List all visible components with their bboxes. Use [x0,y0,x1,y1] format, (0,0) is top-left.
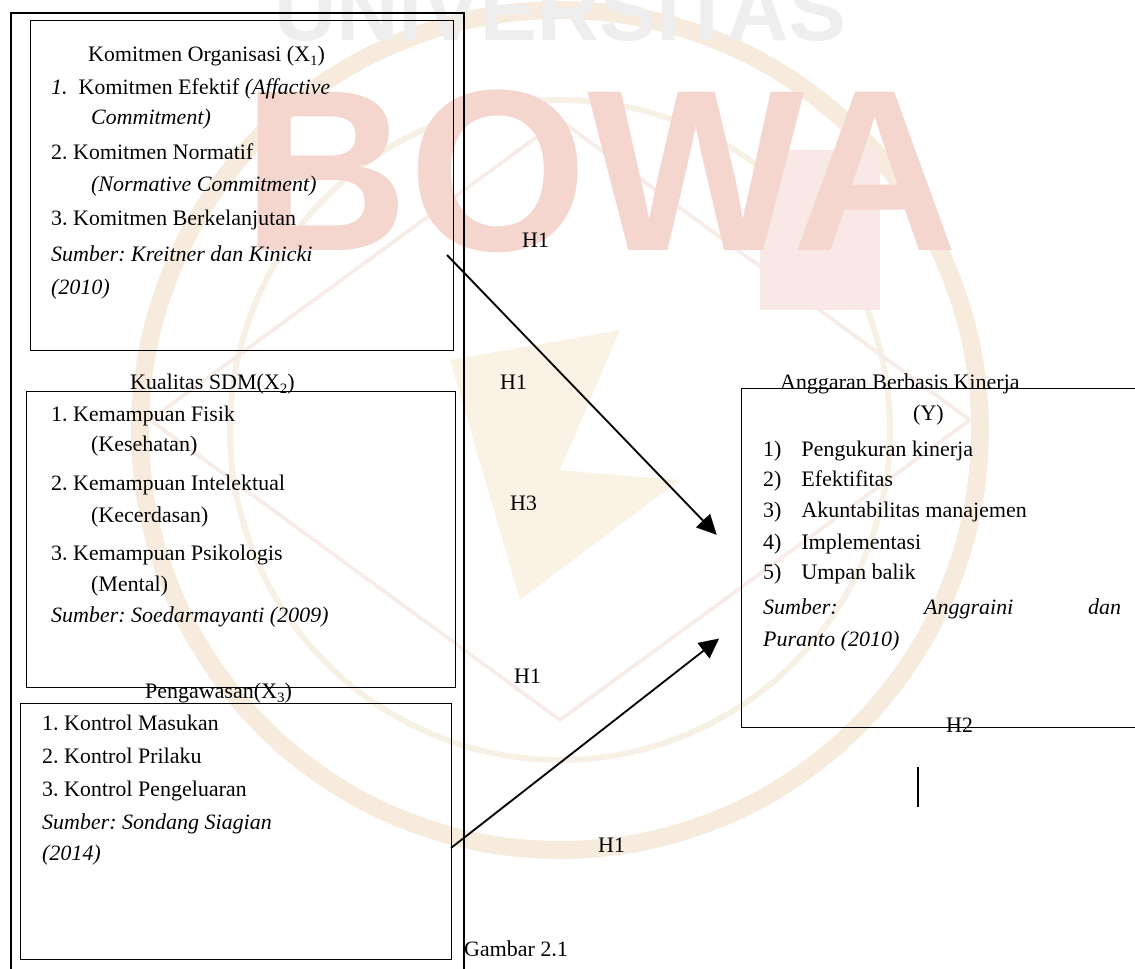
right-frame-line [463,12,465,969]
y-box [741,388,1135,728]
x3-source-line2: (2014) [42,840,101,865]
x3-box [20,703,452,960]
x1-item-3: 3. Komitmen Berkelanjutan [51,205,296,230]
h1-label-mid: H1 [500,369,527,394]
x1-item-1: 1. Komitmen Efektif (Affactive [51,74,331,99]
x3-source-line1: Sumber: Sondang Siagian [42,809,272,834]
x2-item-2: 2. Kemampuan Intelektual [51,470,285,495]
h1-label-bottom: H1 [598,832,625,857]
x1-box [30,20,454,351]
y-item-5: 5)Umpan balik [763,559,916,584]
x3-item-3: 3. Kontrol Pengeluaran [42,776,247,801]
x2-item-1: 1. Kemampuan Fisik [51,401,235,426]
x1-title: Komitmen Organisasi (X1) [88,41,325,69]
left-frame-line [10,12,12,969]
x1-item-1-cont: Commitment) [91,104,211,129]
x2-item-1-cont: (Kesehatan) [91,431,198,456]
h1-label-top: H1 [522,227,549,252]
x3-item-1: 1. Kontrol Masukan [42,710,219,735]
x1-item-2-cont: (Normative Commitment) [91,171,317,196]
arrow-x1-to-y [446,254,717,535]
x3-item-2: 2. Kontrol Prilaku [42,743,202,768]
frame-top-line [10,12,464,14]
x3-title: Pengawasan(X3) [145,678,292,706]
y-item-4: 4)Implementasi [763,529,922,554]
x1-item-2: 2. Komitmen Normatif [51,139,254,164]
x2-item-3-cont: (Mental) [91,571,168,596]
h3-label: H3 [510,490,537,515]
figure-caption: Gambar 2.1 [464,936,568,961]
y-item-2: 2)Efektifitas [763,466,893,491]
x2-title: Kualitas SDM(X2) [130,369,295,397]
h2-label: H2 [946,712,973,737]
x2-source: Sumber: Soedarmayanti (2009) [51,602,329,627]
y-source-line2: Puranto (2010) [763,626,900,651]
x1-source-line1: Sumber: Kreitner dan Kinicki [51,241,313,266]
x2-box [26,391,456,688]
h2-marker-line [917,767,919,807]
y-item-3: 3)Akuntabilitas manajemen [763,497,1027,522]
x1-source-line2: (2010) [51,274,110,299]
x2-item-3: 3. Kemampuan Psikologis [51,540,283,565]
h1-label-lower: H1 [514,663,541,688]
x2-item-2-cont: (Kecerdasan) [91,502,209,527]
arrow-x3-to-y [450,638,720,849]
y-title-line1: Anggaran Berbasis Kinerja [780,369,1020,394]
y-title-line2: (Y) [913,400,944,425]
y-item-1: 1)Pengukuran kinerja [763,436,973,461]
